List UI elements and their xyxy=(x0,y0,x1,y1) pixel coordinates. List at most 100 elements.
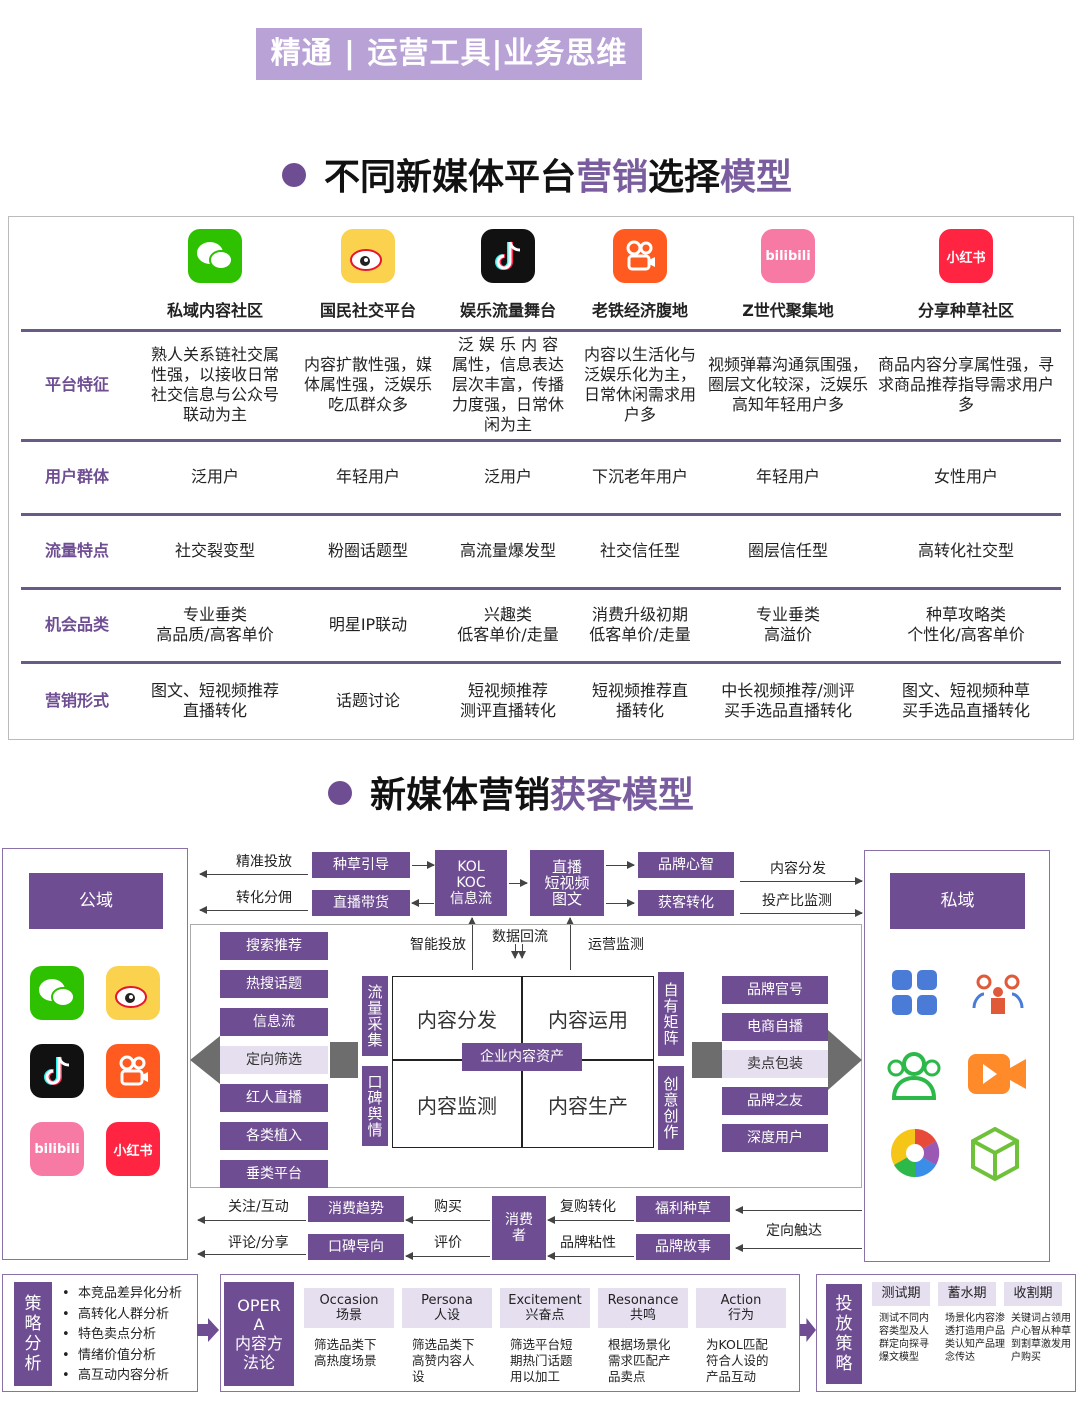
wechat-icon xyxy=(30,966,84,1020)
table-cell: 短视频推荐直 播转化 xyxy=(591,681,688,720)
private-domain-label: 私域 xyxy=(890,873,1025,929)
weibo-icon xyxy=(106,966,160,1020)
table-cell: 消费升级初期 低客单价/走量 xyxy=(589,605,691,644)
table-cell: 社交裂变型 xyxy=(174,541,255,560)
launch-phase-body: 关键词占领用 户心智从种草 到割草激发用 户购买 xyxy=(1011,1313,1071,1363)
label-brand-stickiness: 品牌粘性 xyxy=(560,1235,616,1251)
section2-title: 新媒体营销获客模型 xyxy=(328,766,694,818)
bullet-dot-icon xyxy=(282,163,306,187)
label-roi-monitoring: 投产比监测 xyxy=(762,893,832,909)
box-consumer: 消费 者 xyxy=(492,1196,546,1260)
mini-program-icon xyxy=(890,968,940,1022)
table-cell: 中长视频推荐/测评 买手选品直播转化 xyxy=(721,681,855,720)
label-follow-interact: 关注/互动 xyxy=(228,1199,289,1215)
opera-title: OPER A 内容方 法论 xyxy=(224,1282,294,1386)
table-cell: 视频弹幕沟通氛围强，圈层文化较深，泛娱乐高知年轻用户多 xyxy=(707,355,868,414)
strategy-title: 策 略 分 析 xyxy=(14,1282,52,1386)
row-label: 用户群体 xyxy=(44,467,109,486)
left-list-item: 搜索推荐 xyxy=(220,932,328,960)
strategy-item: • 情绪价值分析 xyxy=(62,1347,156,1363)
table-cell: 圈层信任型 xyxy=(747,541,828,560)
community-icon xyxy=(884,1048,944,1104)
table-cell: 高流量爆发型 xyxy=(459,541,556,560)
strategy-item: • 高转化人群分析 xyxy=(62,1306,169,1322)
right-list-item: 卖点包装 xyxy=(722,1050,828,1078)
table-cell: 内容以生活化与泛娱乐化为主， 日常休闲需求用户多 xyxy=(584,345,697,424)
left-list-item: 信息流 xyxy=(220,1008,328,1036)
table-cell: 短视频推荐 测评直播转化 xyxy=(459,681,556,720)
strategy-item: • 高互动内容分析 xyxy=(62,1368,169,1383)
table-cell: 内容扩散性强，媒体属性强，泛娱乐吃瓜群众多 xyxy=(303,355,432,414)
kuaishou-icon xyxy=(106,1044,160,1098)
platform-name: Z世代聚集地 xyxy=(742,301,834,320)
table-cell: 专业垂类 高品质/高客单价 xyxy=(156,605,274,644)
opera-col-body: 筛选品类下 高赞内容人 设 xyxy=(412,1337,475,1384)
box-brand-mindshare: 品牌心智 xyxy=(638,852,734,878)
label-purchase: 购买 xyxy=(434,1199,462,1215)
right-list-item: 品牌官号 xyxy=(722,976,828,1004)
arrow-right-icon xyxy=(800,1318,816,1342)
table-cell: 兴趣类 低客单价/走量 xyxy=(457,605,559,644)
table-cell: 女性用户 xyxy=(933,467,998,486)
table-cell: 年轻用户 xyxy=(335,467,400,486)
header-tag: 精通 | 运营工具|业务思维 xyxy=(256,28,642,80)
section1-title: 不同新媒体平台营销选择模型 xyxy=(282,148,792,200)
table-cell: 年轻用户 xyxy=(755,467,820,486)
platform-name: 私域内容社区 xyxy=(166,301,263,320)
left-list-item: 定向筛选 xyxy=(220,1046,328,1074)
douyin-icon xyxy=(30,1044,84,1098)
left-connector xyxy=(330,1042,358,1078)
right-list-item: 电商自播 xyxy=(722,1013,828,1041)
box-customer-conversion: 获客转化 xyxy=(638,890,734,916)
table-cell: 社交信任型 xyxy=(599,541,680,560)
box-welfare-seeding: 福利种草 xyxy=(636,1196,730,1222)
table-cell: 泛用户 xyxy=(190,467,239,486)
weibo-icon xyxy=(341,229,395,283)
right-list-item: 深度用户 xyxy=(722,1124,828,1152)
row-label: 机会品类 xyxy=(44,615,109,634)
left-list-item: 垂类平台 xyxy=(220,1160,328,1188)
row-label: 平台特征 xyxy=(44,375,109,394)
private-domain-panel xyxy=(864,850,1050,1262)
cube-icon xyxy=(968,1126,1022,1186)
table-cell: 明星IP联动 xyxy=(328,615,408,634)
launch-phase-body: 场景化内容渗 透打造用户品 类认知产品理 念传达 xyxy=(945,1313,1005,1363)
launch-phase-head: 收割期 xyxy=(1004,1282,1062,1306)
table-cell: 高转化社交型 xyxy=(917,541,1014,560)
left-list-item: 热搜话题 xyxy=(220,970,328,998)
platform-name: 分享种草社区 xyxy=(917,301,1014,320)
launch-phase-head: 蓄水期 xyxy=(938,1282,996,1306)
label-smart-delivery: 智能投放 xyxy=(410,937,466,953)
xiaohongshu-icon: 小红书 xyxy=(106,1122,160,1176)
xiaohongshu-icon: 小红书 xyxy=(939,229,993,283)
launch-title: 投 放 策 略 xyxy=(826,1284,862,1384)
row-label: 营销形式 xyxy=(44,691,109,710)
table-cell: 熟人关系链社交属性强，以接收日常社交信息与公众号联动为主 xyxy=(150,345,279,424)
table-cell: 话题讨论 xyxy=(335,691,400,710)
label-content-distribution: 内容分发 xyxy=(770,861,826,877)
row-label: 流量特点 xyxy=(44,541,109,560)
label-conversion-commission: 转化分佣 xyxy=(236,890,292,906)
table-cell: 泛用户 xyxy=(483,467,532,486)
box-consumption-trend: 消费趋势 xyxy=(308,1196,404,1222)
douyin-icon xyxy=(481,229,535,283)
table-cell: 泛 娱 乐 内 容属性，信息表达层次丰富，传播力度强，日常休闲为主 xyxy=(452,335,565,434)
box-live-shortvideo: 直播 短视频 图文 xyxy=(530,850,604,916)
strategy-list: • 本竞品差异化分析• 高转化人群分析• 特色卖点分析• 情绪价值分析• 高互动… xyxy=(62,1284,182,1387)
wechat-icon xyxy=(188,229,242,283)
label-comment-share: 评论/分享 xyxy=(228,1235,289,1251)
strategy-item: • 本竞品差异化分析 xyxy=(62,1286,182,1301)
opera-col-body: 根据场景化 需求匹配产 品卖点 xyxy=(608,1337,671,1384)
table-cell: 图文、短视频种草 买手选品直播转化 xyxy=(901,681,1030,720)
table-cell: 商品内容分享属性强，寻求商品推荐指导需求用户多 xyxy=(878,355,1055,414)
launch-phase-head: 测试期 xyxy=(872,1282,930,1306)
platform-name: 国民社交平台 xyxy=(319,301,416,320)
box-live-selling: 直播带货 xyxy=(312,890,410,916)
label-reputation: 口碑舆情 xyxy=(362,1066,388,1146)
launch-panel xyxy=(816,1274,1076,1392)
